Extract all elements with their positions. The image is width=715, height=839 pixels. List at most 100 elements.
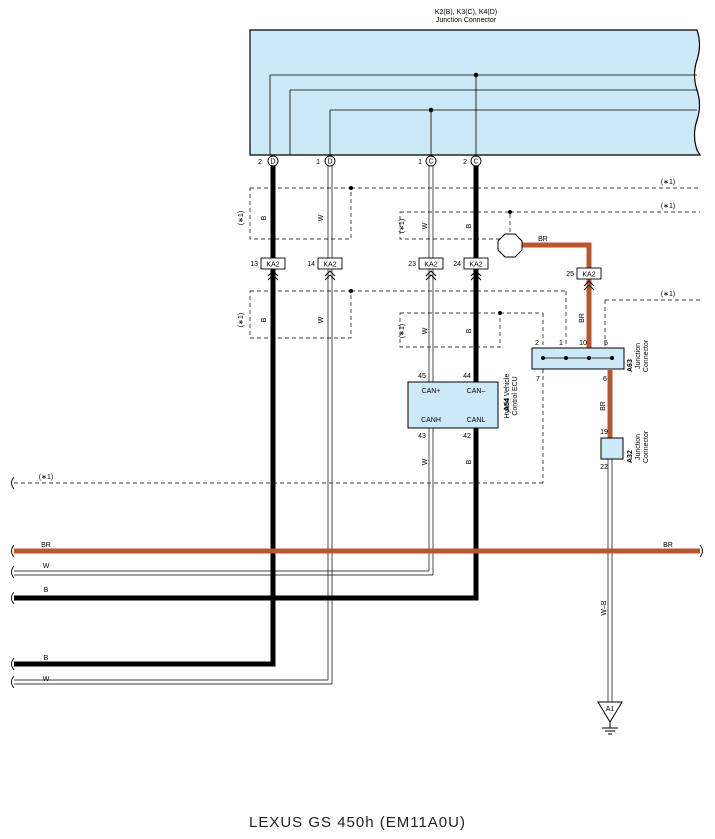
br-wires [14, 242, 700, 554]
note-label: (∗1) [399, 324, 406, 338]
top-pin-1-d: 1 D [316, 155, 336, 167]
svg-text:A54: A54 [504, 398, 511, 411]
svg-text:B: B [466, 459, 473, 464]
svg-text:W: W [422, 458, 429, 465]
option-dot [349, 186, 353, 190]
svg-text:W: W [422, 327, 429, 334]
top-pin-2-d: 2 D [258, 155, 279, 167]
b-wires [14, 166, 479, 667]
svg-text:10: 10 [579, 340, 587, 347]
top-pin-1-c: 1 C [418, 155, 437, 167]
svg-text:D: D [327, 159, 332, 166]
splice-node [497, 233, 523, 258]
svg-text:B: B [261, 215, 268, 220]
svg-text:13: 13 [250, 261, 258, 268]
svg-text:KA2: KA2 [469, 262, 482, 269]
svg-text:KA2: KA2 [424, 262, 437, 269]
a32-junction-connector: 19 22 A32 Junction Connector [600, 429, 650, 471]
a63-junction-connector: 2 1 10 5 7 6 A63 Junction Connector [531, 339, 650, 383]
svg-text:KA2: KA2 [582, 272, 595, 279]
svg-text:42: 42 [463, 433, 471, 440]
note-label: (∗1) [39, 474, 53, 481]
note-label: (∗1) [661, 291, 675, 298]
note-label: (∗1) [661, 179, 675, 186]
junction-connector-box [249, 29, 702, 156]
svg-text:1: 1 [418, 159, 422, 166]
svg-text:B: B [466, 328, 473, 333]
svg-text:D: D [270, 159, 275, 166]
svg-text:23: 23 [408, 261, 416, 268]
ground-point-a1: A1 [597, 701, 623, 735]
svg-text:BR: BR [538, 236, 548, 243]
svg-text:1: 1 [316, 159, 320, 166]
svg-text:C: C [428, 159, 433, 166]
internal-bus [269, 74, 697, 155]
svg-text:A32: A32 [627, 450, 634, 463]
svg-text:B: B [44, 655, 49, 662]
svg-text:CANL: CANL [467, 417, 486, 424]
svg-text:C: C [473, 159, 478, 166]
w-wires [14, 166, 613, 702]
svg-text:1: 1 [559, 340, 563, 347]
option-dot [498, 311, 502, 315]
ka2-connector-24: 24 KA2 [453, 257, 489, 281]
option-dot [349, 289, 353, 293]
dashed-option-lines [14, 187, 700, 484]
svg-text:2: 2 [535, 340, 539, 347]
svg-text:5: 5 [604, 340, 608, 347]
svg-text:14: 14 [307, 261, 315, 268]
svg-text:6: 6 [603, 376, 607, 383]
svg-text:W: W [318, 316, 325, 323]
svg-text:Connector: Connector [643, 339, 650, 372]
top-pin-2-c: 2 C [463, 155, 482, 167]
bus-junction-dot [428, 107, 434, 113]
svg-text:W: W [43, 676, 50, 683]
svg-text:7: 7 [536, 376, 540, 383]
svg-text:BR: BR [41, 542, 51, 549]
svg-text:2: 2 [463, 159, 467, 166]
svg-text:KA2: KA2 [266, 262, 279, 269]
svg-text:43: 43 [418, 433, 426, 440]
hybrid-vehicle-control-ecu: 45 44 43 42 CAN+ CAN– CANH CANL A54 Hybr… [407, 373, 519, 440]
ka2-connector-25: 25 KA2 [566, 267, 602, 291]
note-label: (∗1) [238, 211, 245, 225]
svg-text:Junction: Junction [635, 343, 642, 369]
svg-text:KA2: KA2 [323, 262, 336, 269]
bus-junction-dot [473, 72, 479, 78]
note-label: (∗1) [661, 203, 675, 210]
svg-text:BR: BR [663, 542, 673, 549]
svg-text:W: W [43, 563, 50, 570]
ka2-connector-23: 23 KA2 [408, 257, 444, 281]
junction-connector-title: K2(B), K3(C), K4(D) [435, 9, 497, 16]
svg-text:44: 44 [463, 373, 471, 380]
svg-text:BR: BR [579, 313, 586, 323]
ka2-connector-14: 14 KA2 [307, 257, 343, 281]
svg-text:CAN+: CAN+ [422, 388, 441, 395]
svg-text:Junction: Junction [635, 434, 642, 460]
note-label: (∗1) [238, 313, 245, 327]
svg-text:2: 2 [258, 159, 262, 166]
svg-text:A1: A1 [606, 706, 615, 713]
junction-connector-subtitle: Junction Connector [436, 17, 497, 24]
svg-text:W–B: W–B [601, 600, 608, 616]
wire-break-marks [11, 476, 703, 689]
svg-text:24: 24 [453, 261, 461, 268]
svg-text:Control ECU: Control ECU [512, 376, 519, 415]
ka2-connector-13: 13 KA2 [250, 257, 286, 281]
svg-text:Connector: Connector [643, 430, 650, 463]
svg-text:W: W [422, 222, 429, 229]
option-dot [508, 210, 512, 214]
svg-text:25: 25 [566, 271, 574, 278]
svg-text:Hybrid Vehicle: Hybrid Vehicle [504, 374, 511, 419]
note-label: (∗1) [399, 219, 406, 233]
svg-text:B: B [44, 587, 49, 594]
svg-text:22: 22 [600, 464, 608, 471]
wire-color-labels: B W B W W B W B W B BR BR W–B [261, 214, 608, 615]
page-footer: LEXUS GS 450h (EM11A0U) [249, 814, 466, 831]
svg-text:A63: A63 [627, 359, 634, 372]
svg-text:B: B [466, 223, 473, 228]
bottom-wire-labels: BR BR BR W B B W [41, 236, 673, 683]
svg-text:19: 19 [600, 429, 608, 436]
svg-text:W: W [318, 214, 325, 221]
